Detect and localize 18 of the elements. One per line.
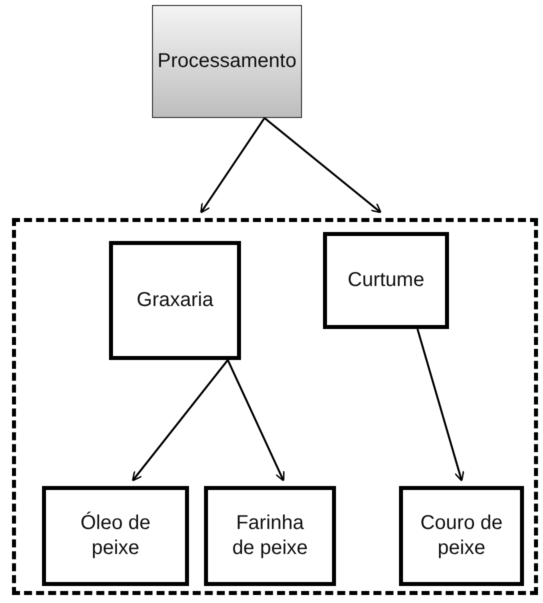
process-box [109,241,241,360]
node-label: Farinha de peixe [231,511,309,561]
node-label: Processamento [158,49,296,74]
arrow [264,117,382,214]
process-box [399,486,524,586]
arrow [200,117,266,214]
node-label: Graxaria [136,288,214,313]
group-box [12,218,538,595]
node-label: Curtume [348,268,424,293]
arrow [416,328,464,482]
node-label: Couro de peixe [419,511,504,561]
process-box [204,486,336,586]
arrow [132,359,229,482]
process-box [152,5,302,118]
process-box [42,486,189,586]
node-label: Óleo de peixe [79,511,152,561]
arrow [226,360,285,482]
process-box [323,232,449,329]
